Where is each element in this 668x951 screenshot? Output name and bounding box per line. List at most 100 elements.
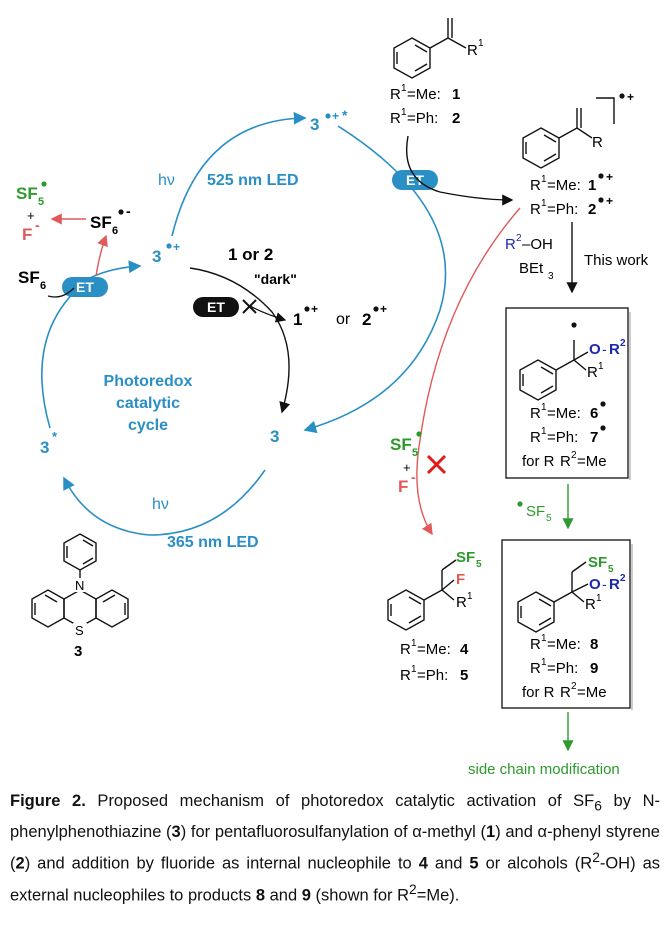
caption-compound-number: 9 <box>301 886 311 905</box>
svg-text:-: - <box>602 341 607 357</box>
catalyst-radical-cation: 3 + <box>152 240 180 266</box>
catalyst-ground: 3 <box>270 427 279 446</box>
svg-text:7: 7 <box>590 429 598 446</box>
substrate-definitions: R 1 =Me: 1 R 1 =Ph: 2 <box>390 83 460 127</box>
svg-text:=Ph:: =Ph: <box>547 201 578 218</box>
mechanism-scheme: 3 + * 3 + 3 3 * hν 525 nm LED hν 365 nm … <box>16 18 649 778</box>
caption-text: by N-phenylphenothiazine ( <box>10 792 661 842</box>
svg-text:3: 3 <box>74 643 82 660</box>
svg-text:catalytic: catalytic <box>116 395 180 412</box>
svg-text:=Me: =Me <box>577 684 607 701</box>
caption-figure-label: Figure 2. <box>10 792 86 810</box>
fluoride-block: SF 5 + F - <box>390 431 447 496</box>
svg-text:9: 9 <box>590 660 598 677</box>
svg-text:3: 3 <box>310 115 319 134</box>
svg-text:ET: ET <box>207 299 225 315</box>
svg-text:S: S <box>75 623 84 638</box>
svg-text:5: 5 <box>546 513 552 524</box>
svg-text:R: R <box>609 341 620 358</box>
svg-text:SF: SF <box>588 554 607 571</box>
radical-cation-labels: R + <box>592 90 634 151</box>
svg-text:=Me:: =Me: <box>407 86 441 103</box>
caption-text: or alcohols (R <box>478 854 593 873</box>
svg-text:+: + <box>403 460 411 475</box>
svg-text:+: + <box>332 109 339 123</box>
svg-text:1: 1 <box>478 38 484 49</box>
svg-text:R: R <box>585 596 596 613</box>
catalyst-excited-radical-cation: 3 + * <box>310 107 348 134</box>
hv-top-label: hν <box>158 172 175 189</box>
svg-text:2: 2 <box>452 110 460 127</box>
caption-text: ) and addition by fluoride as internal n… <box>24 854 419 873</box>
svg-text:=Me:: =Me: <box>547 177 581 194</box>
svg-text:SF: SF <box>526 503 545 520</box>
dark-radical-cations: 1 + or 2 + <box>293 302 387 329</box>
svg-text:-: - <box>411 469 416 485</box>
caption-text: Proposed mechanism of photoredox catalyt… <box>85 792 595 810</box>
svg-text:R: R <box>530 429 541 446</box>
one-or-two-label: 1 or 2 <box>228 245 273 264</box>
svg-text:2: 2 <box>620 573 626 584</box>
svg-text:R: R <box>609 576 620 593</box>
cycle-title: Photoredox catalytic cycle <box>104 373 193 434</box>
svg-text:R: R <box>560 453 571 470</box>
sf5-radical-reagent: SF 5 <box>517 501 552 524</box>
svg-text:R: R <box>530 405 541 422</box>
caption-text: (shown for R <box>310 886 410 905</box>
svg-text:R: R <box>390 110 401 127</box>
svg-text:F: F <box>456 571 465 588</box>
svg-text:2: 2 <box>588 201 596 218</box>
svg-text:F: F <box>22 225 32 244</box>
caption-sub: 6 <box>594 798 602 814</box>
caption-text: =Me). <box>416 886 460 905</box>
svg-text:SF: SF <box>390 435 412 454</box>
svg-text:+: + <box>606 194 613 208</box>
svg-text:3: 3 <box>152 247 161 266</box>
caption-text: ) for pentafluorosulfanylation of α-meth… <box>180 823 486 842</box>
svg-text:1: 1 <box>452 86 460 103</box>
dark-label: "dark" <box>254 271 297 287</box>
svg-text:1: 1 <box>541 633 547 644</box>
svg-text:=Ph:: =Ph: <box>547 660 578 677</box>
svg-text:1: 1 <box>541 402 547 413</box>
svg-text:R: R <box>560 684 571 701</box>
styrene-structure <box>393 18 467 79</box>
et-badge-left: ET <box>62 277 108 297</box>
dark-pathway-curve <box>189 267 291 414</box>
svg-text:+: + <box>173 240 180 254</box>
svg-text:1: 1 <box>541 174 547 185</box>
svg-text:R: R <box>530 636 541 653</box>
arc-bottom <box>63 469 266 536</box>
svg-text:=Ph:: =Ph: <box>547 429 578 446</box>
radical-cation-definitions: R 1 =Me: 1 + R 1 =Ph: 2 + <box>530 170 613 218</box>
svg-text:5: 5 <box>476 559 482 570</box>
svg-text:R: R <box>530 201 541 218</box>
catalyst-atoms: N S 3 <box>73 578 87 660</box>
svg-text:1: 1 <box>596 593 602 604</box>
svg-text:+: + <box>627 90 634 104</box>
fluoride-product-structure: SF 5 F R 1 <box>387 549 482 631</box>
svg-text:R: R <box>505 236 516 253</box>
svg-text:-: - <box>126 203 131 219</box>
svg-text:*: * <box>342 107 348 123</box>
et-badge-right: ET <box>392 170 438 190</box>
svg-text:Photoredox: Photoredox <box>104 373 193 390</box>
fluoride-product-definitions: R 1 =Me: 4 R 1 =Ph: 5 <box>400 638 469 684</box>
sf6-reagent: SF 6 <box>18 268 46 292</box>
svg-text:=Me: =Me <box>577 453 607 470</box>
svg-text:=Me:: =Me: <box>417 641 451 658</box>
svg-text:R: R <box>400 667 411 684</box>
svg-text:-: - <box>602 576 607 592</box>
caption-compound-number: 8 <box>255 886 266 905</box>
svg-text:SF: SF <box>456 549 475 566</box>
sf6-radical-anion-arrow <box>95 234 108 277</box>
caption-compound-number: 4 <box>418 854 428 873</box>
svg-text:ET: ET <box>406 172 424 188</box>
side-chain-label: side chain modification <box>468 761 620 778</box>
svg-text:SF: SF <box>16 184 38 203</box>
svg-text:1: 1 <box>598 361 604 372</box>
svg-text:2: 2 <box>571 681 577 692</box>
fragmentation-products-left: SF 5 + F - <box>16 181 47 244</box>
svg-text:*: * <box>52 429 58 444</box>
blocked-et-cross <box>242 299 257 314</box>
